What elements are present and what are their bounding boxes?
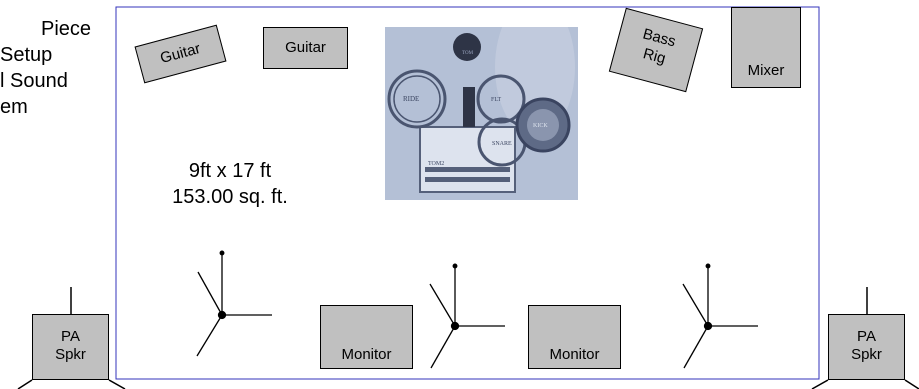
pa-left-leg bbox=[17, 379, 33, 389]
drum-kit-drawing: RIDE TOM FLT TOM2 SNARE KICK bbox=[385, 27, 578, 200]
room-outline bbox=[115, 6, 820, 380]
title-line-1: Piece bbox=[41, 18, 92, 40]
floor-tom bbox=[476, 74, 526, 124]
room-area: 153.00 sq. ft. bbox=[172, 186, 288, 208]
drum-label-snare: SNARE bbox=[492, 141, 512, 147]
ride-drum bbox=[387, 69, 447, 129]
drum-label-tom2: TOM2 bbox=[428, 161, 444, 167]
guitar-amp-left-label: Guitar bbox=[158, 40, 203, 68]
drum-label-tom: FLT bbox=[491, 97, 501, 103]
monitor-left-label: Monitor bbox=[341, 346, 392, 363]
drum-kit-image: RIDE TOM FLT TOM2 SNARE KICK bbox=[385, 27, 578, 200]
pa-right-leg bbox=[904, 379, 919, 389]
mic-stand-center bbox=[429, 263, 505, 369]
monitor-left: Monitor bbox=[320, 305, 413, 369]
pa-speaker-right: PA Spkr bbox=[828, 314, 905, 380]
pa-left-label-1: PA bbox=[61, 328, 80, 345]
mic-stand-left bbox=[196, 250, 272, 357]
guitar-amp-right: Guitar bbox=[263, 27, 348, 69]
pa-left-label-2: Spkr bbox=[55, 346, 86, 363]
stage-plot-title: Piece Setup l Sound em bbox=[0, 16, 105, 120]
pa-right-label-1: PA bbox=[857, 328, 876, 345]
drum-label-ride: RIDE bbox=[403, 95, 419, 103]
title-line-2: Setup bbox=[0, 44, 53, 66]
title-line-3: l Sound bbox=[0, 70, 68, 92]
pa-speaker-left: PA Spkr bbox=[32, 314, 109, 380]
drum-label-crash: TOM bbox=[462, 51, 474, 56]
pa-right-label-2: Spkr bbox=[851, 346, 882, 363]
drum-label-kick: KICK bbox=[533, 123, 548, 129]
mic-stand-right bbox=[682, 263, 758, 369]
guitar-amp-right-label: Guitar bbox=[285, 39, 326, 56]
pa-right-leg bbox=[811, 379, 829, 389]
title-line-4: em bbox=[0, 96, 28, 118]
crash-cymbal bbox=[453, 33, 481, 61]
mixer-label: Mixer bbox=[747, 62, 785, 79]
pa-left-leg bbox=[108, 379, 126, 389]
monitor-right: Monitor bbox=[528, 305, 621, 369]
monitor-right-label: Monitor bbox=[549, 346, 600, 363]
room-size-label: 9ft x 17 ft 153.00 sq. ft. bbox=[150, 158, 310, 210]
mixer: Mixer bbox=[731, 7, 801, 88]
room-dimensions: 9ft x 17 ft bbox=[188, 160, 272, 182]
